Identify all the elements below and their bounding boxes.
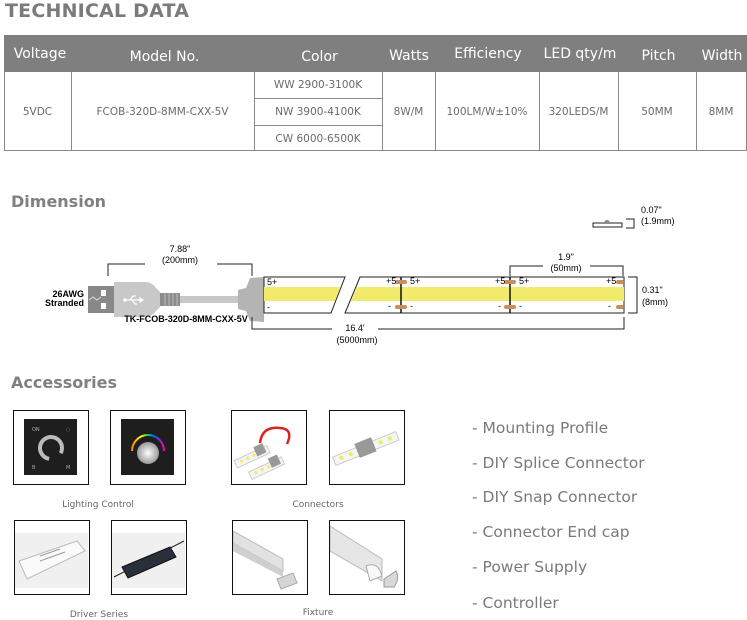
- total-length-mm: (5000mm): [336, 335, 377, 345]
- dimension-heading: Dimension: [11, 192, 107, 211]
- caption-connectors: Connectors: [292, 500, 344, 510]
- cell-width: 8MM: [708, 105, 734, 118]
- cell-color-ww: WW 2900-3100K: [273, 79, 363, 91]
- svg-text:-: -: [267, 302, 270, 312]
- svg-text:-: -: [519, 301, 522, 311]
- col-header-width: Width: [701, 47, 743, 64]
- table-header-row: Voltage Model No. Color Watts Efficiency…: [4, 35, 747, 72]
- svg-text:M: M: [66, 465, 70, 471]
- svg-text:+5: +5: [386, 276, 396, 286]
- cable-model-label: TK-FCOB-320D-8MM-CXX-5V: [124, 314, 248, 324]
- col-header-voltage: Voltage: [13, 45, 67, 62]
- flat-profile-image: [232, 520, 308, 595]
- touch-dimmer-panel-image: ON ◌ B M: [13, 410, 89, 485]
- col-header-pitch: Pitch: [641, 47, 676, 64]
- caption-fixture: Fixture: [302, 608, 334, 618]
- svg-text:5+: 5+: [410, 276, 420, 286]
- led-strip-right-segment: +5 5+ - - +5 5+ - - +5 -: [344, 276, 625, 314]
- caption-lighting-control: Lighting Control: [62, 500, 134, 510]
- cell-led-qty: 320LEDS/M: [548, 105, 609, 118]
- strip-cross-section: [592, 218, 635, 229]
- svg-text:-: -: [410, 301, 413, 311]
- led-strip-left-segment: 5+ -: [263, 276, 346, 314]
- svg-text:-: -: [498, 301, 501, 311]
- col-header-watts: Watts: [389, 47, 429, 64]
- svg-text:ON: ON: [32, 427, 40, 433]
- total-length-ft: 16.4': [345, 323, 365, 333]
- technical-data-table: Voltage Model No. Color Watts Efficiency…: [4, 35, 747, 152]
- pitch-mm: (50mm): [551, 263, 582, 273]
- accessory-list-item: - Power Supply: [472, 558, 588, 576]
- col-header-color: Color: [301, 48, 338, 65]
- solder-pad: [395, 280, 407, 284]
- svg-text:5+: 5+: [267, 277, 277, 287]
- accessory-list-item: - DIY Splice Connector: [472, 454, 645, 472]
- table-body: [4, 72, 747, 151]
- usb-symbol-icon: [123, 295, 145, 305]
- cell-voltage: 5VDC: [22, 105, 53, 118]
- width-bracket: [628, 276, 638, 314]
- cell-efficiency: 100LM/W±10%: [446, 105, 528, 118]
- corner-profile-image: [329, 520, 405, 595]
- pitch-inch: 1.9": [558, 252, 574, 262]
- usb-plug-icon: [88, 282, 180, 317]
- cell-color-cw: CW 6000-6500K: [275, 132, 361, 145]
- svg-text:-: -: [608, 301, 611, 311]
- cable-connector: [238, 277, 264, 322]
- cable-length-mm: (200mm): [162, 255, 198, 265]
- black-driver-image: [111, 520, 187, 595]
- cable: [180, 296, 240, 303]
- cell-watts: 8W/M: [393, 105, 424, 118]
- dimension-drawing: 7.88" (200mm) 26AWG Stranded TK-FCOB-320…: [45, 205, 675, 345]
- solder-pad: [616, 305, 624, 309]
- accessory-list-item: - Connector End cap: [472, 523, 630, 541]
- width-inch: 0.31": [642, 285, 663, 295]
- width-mm: (8mm): [642, 297, 668, 307]
- height-inch: 0.07": [641, 205, 662, 215]
- svg-text:+5: +5: [606, 276, 616, 286]
- rgb-rotary-panel-image: [110, 410, 186, 485]
- col-header-model: Model No.: [129, 48, 200, 65]
- cell-model: FCOB-320D-8MM-CXX-5V: [96, 105, 229, 118]
- cell-pitch: 50MM: [641, 105, 673, 118]
- accessory-list-item: - DIY Snap Connector: [472, 488, 638, 506]
- svg-text:-: -: [388, 301, 391, 311]
- accessory-list-item: - Mounting Profile: [472, 419, 609, 437]
- wire-splice-connector-image: [231, 410, 307, 485]
- accessories-heading: Accessories: [11, 373, 117, 392]
- white-driver-image: [14, 520, 90, 595]
- solder-pad: [395, 305, 407, 309]
- wire-stranded-label: Stranded: [45, 298, 84, 308]
- svg-text:◌: ◌: [66, 427, 70, 433]
- svg-text:B: B: [32, 465, 36, 471]
- height-mm: (1.9mm): [641, 216, 675, 226]
- page-title: TECHNICAL DATA: [5, 0, 190, 22]
- col-header-efficiency: Efficiency: [454, 45, 522, 62]
- wire-gauge-label: 26AWG: [52, 289, 84, 299]
- svg-text:+5: +5: [495, 276, 505, 286]
- snap-connector-image: [329, 410, 405, 485]
- total-length-bracket-right: [378, 317, 625, 330]
- pitch-bracket: [509, 265, 624, 276]
- svg-text:5+: 5+: [519, 276, 529, 286]
- cell-color-nw: NW 3900-4100K: [275, 106, 361, 118]
- caption-driver-series: Driver Series: [69, 610, 129, 620]
- solder-pad: [504, 280, 516, 284]
- cable-length-inch: 7.88": [170, 244, 191, 254]
- accessory-list-item: - Controller: [472, 594, 559, 612]
- solder-pad: [616, 280, 624, 284]
- col-header-led-qty: LED qty/m: [543, 45, 617, 62]
- cable-length-bracket: [107, 263, 253, 276]
- solder-pad: [504, 305, 516, 309]
- total-length-bracket-left: [251, 317, 332, 330]
